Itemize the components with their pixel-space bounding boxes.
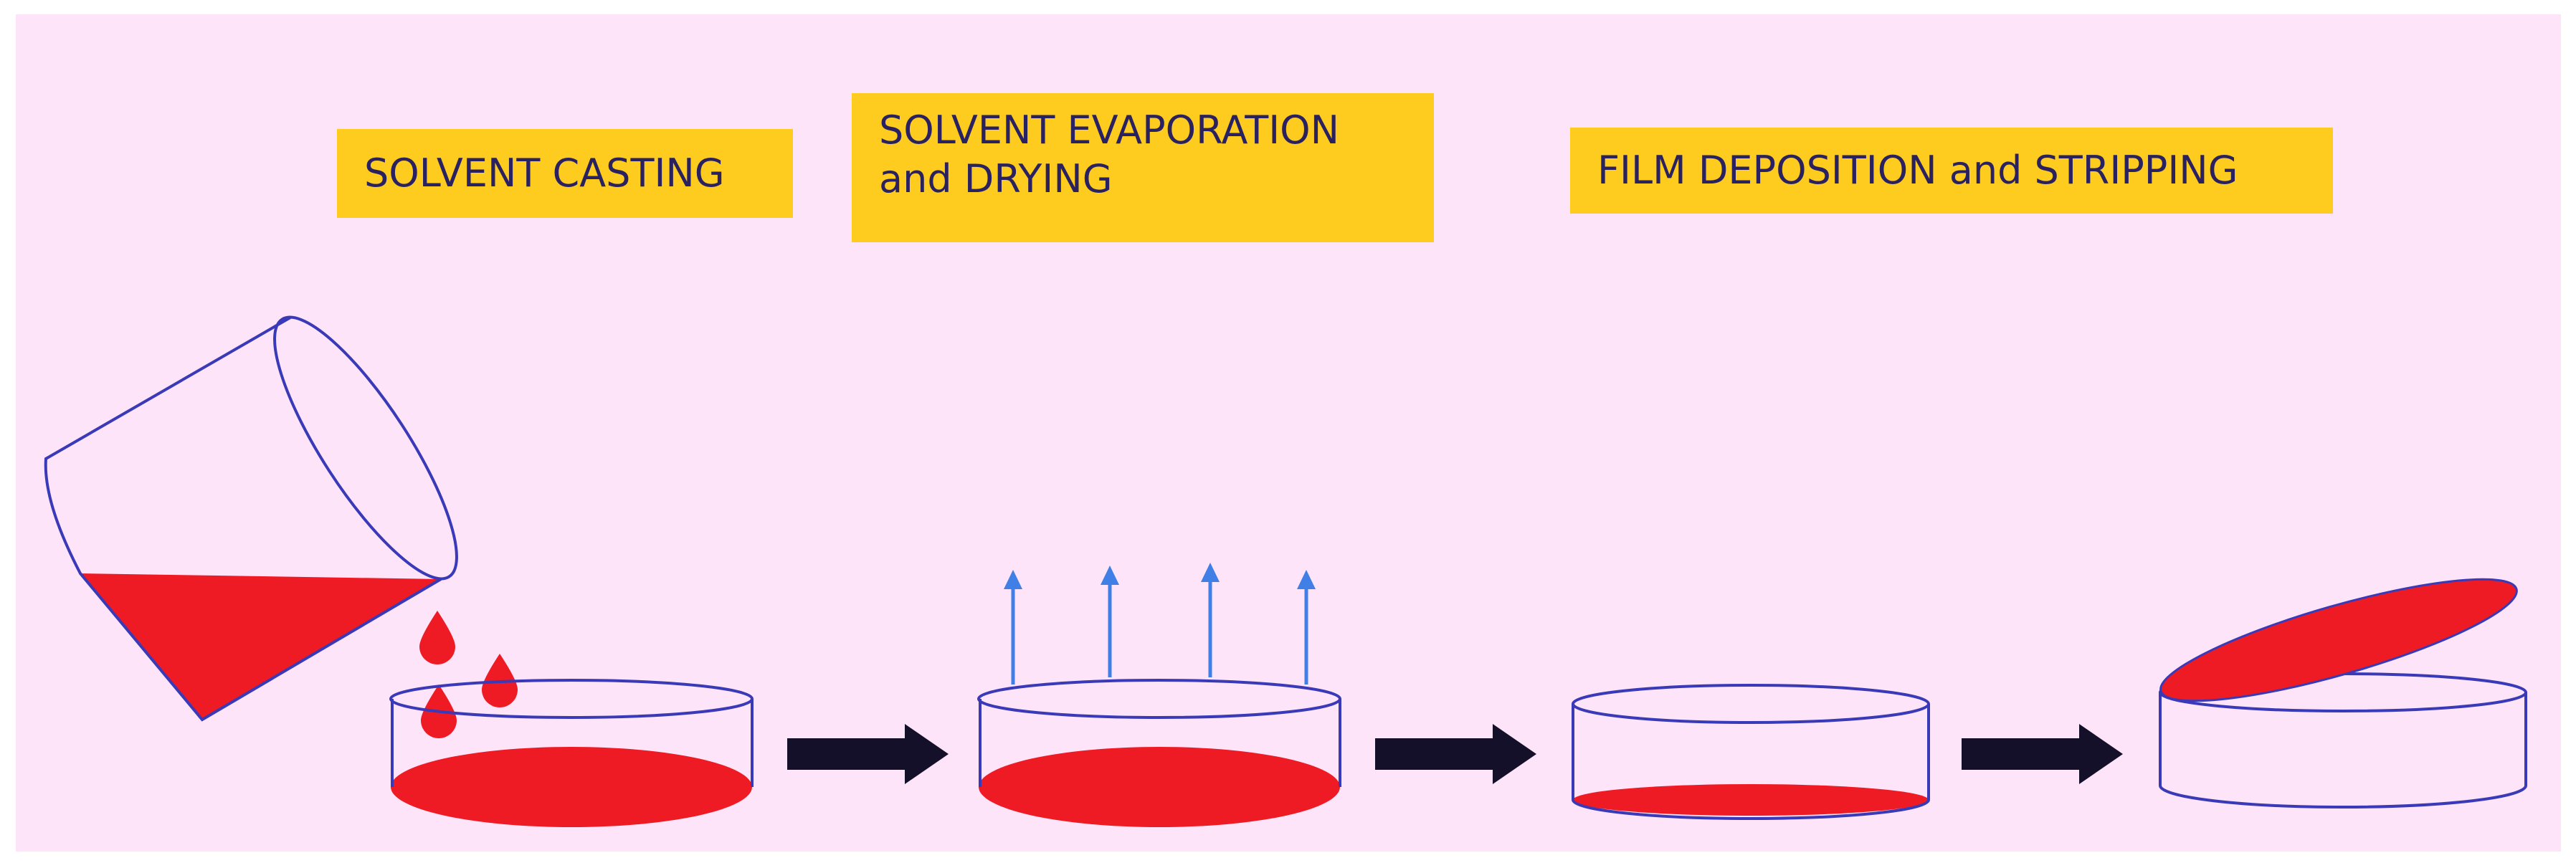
vapor-arrow-icon — [1297, 570, 1316, 685]
petri-dish-icon — [977, 679, 1341, 827]
beaker-wall — [44, 316, 442, 722]
vapor-arrow-icon — [1004, 570, 1022, 685]
vapor-arrow-icon — [1201, 563, 1220, 677]
dish-solution — [391, 747, 752, 827]
dish-rim — [977, 679, 1341, 719]
beaker-solution — [80, 573, 441, 720]
solution-drops — [419, 611, 518, 738]
stage-label-solvent-evaporation: SOLVENT EVAPORATION and DRYING — [852, 93, 1434, 242]
petri-dish-icon — [389, 679, 754, 827]
peeled-film-icon — [2159, 578, 2518, 702]
stage-label-film-deposition: FILM DEPOSITION and STRIPPING — [1570, 128, 2333, 214]
vapor-arrow-icon — [1101, 566, 1119, 677]
vapor-arrows — [1004, 563, 1316, 685]
process-arrow-icon — [787, 724, 949, 784]
dish-solution — [979, 747, 1340, 827]
petri-dish-icon — [1572, 684, 1930, 820]
tilted-beaker-icon — [44, 315, 458, 722]
process-arrow-icon — [1375, 724, 1536, 784]
stage-label-solvent-casting: SOLVENT CASTING — [337, 129, 793, 218]
dish-rim — [389, 679, 754, 719]
process-arrow-icon — [1962, 724, 2123, 784]
dish-rim — [1572, 684, 1930, 724]
beaker-rim — [273, 315, 458, 581]
drop-icon — [419, 611, 455, 664]
dish-film — [1573, 784, 1929, 816]
